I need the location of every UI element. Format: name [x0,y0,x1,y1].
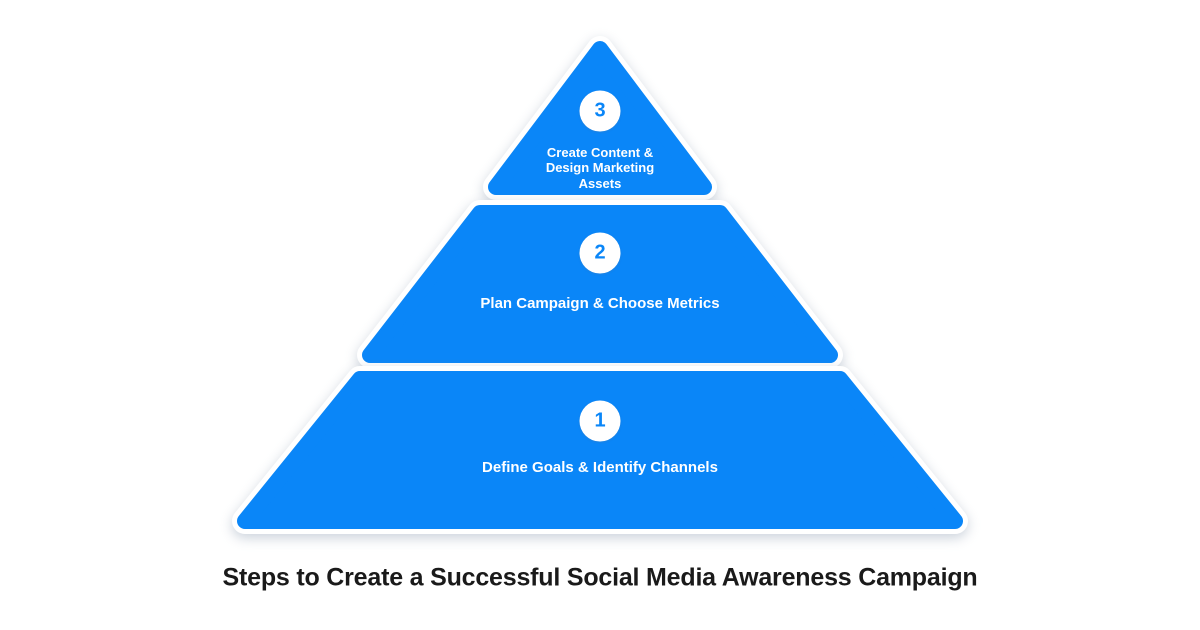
tier-2-label: Plan Campaign & Choose Metrics [480,295,720,313]
tier-3-label: Create Content & Design Marketing Assets [545,145,655,191]
pyramid-tier-2 [357,200,843,368]
tier-3-number: 3 [594,99,606,122]
tier-1-number: 1 [594,409,606,432]
tier-1-number-badge: 1 [579,400,621,442]
pyramid-tier-2-shape [362,205,838,363]
tier-2-number: 2 [594,241,606,264]
infographic-title: Steps to Create a Successful Social Medi… [222,563,978,592]
pyramid-tier-1-shape [237,371,963,529]
tier-1-label: Define Goals & Identify Channels [482,459,718,477]
tier-2-number-badge: 2 [579,232,621,274]
tier-3-number-badge: 3 [579,90,621,132]
pyramid-tier-1 [232,366,968,534]
